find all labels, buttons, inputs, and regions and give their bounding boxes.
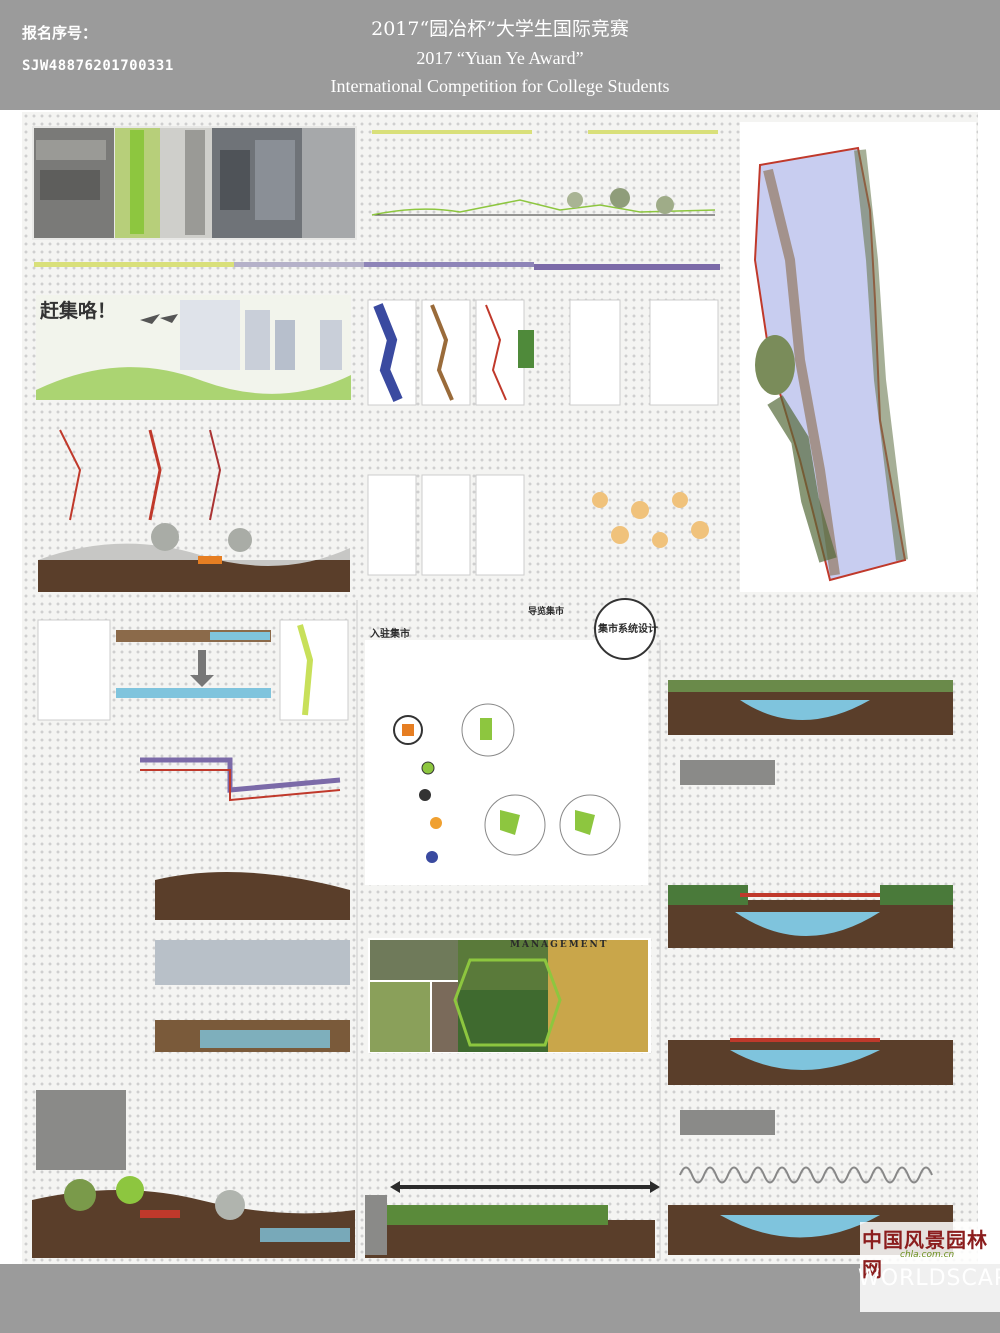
market-system-badge (594, 598, 656, 660)
header-bar: 报名序号： SJW48876201700331 2017“园冶杯”大学生国际竞赛… (0, 0, 1000, 110)
subtitle-en: International Competition for College St… (330, 76, 670, 96)
footer-bar (0, 1264, 1000, 1333)
logo-url-text: chla.com.cn (900, 1250, 955, 1260)
logo-cn-text: 中国风景园林网 (862, 1228, 988, 1281)
market-guide-heading: 导览集市 (528, 607, 565, 617)
registration-number: SJW48876201700331 (22, 58, 174, 74)
market-system-heading: 集市系统设计 (598, 624, 658, 635)
title-cn: 2017“园冶杯”大学生国际竞赛 (371, 18, 629, 40)
market-entry-heading: 入驻集市 (370, 629, 410, 640)
management-heading: MANAGEMENT (510, 940, 609, 950)
title-en: 2017 “Yuan Ye Award” (416, 48, 584, 68)
registration-label: 报名序号： (22, 24, 98, 42)
logo-worldscape-text: WORLDSCAPE (858, 1266, 1000, 1291)
slogan-text: 赶集咯！ (40, 300, 117, 322)
logo-backdrop (860, 1222, 1000, 1312)
